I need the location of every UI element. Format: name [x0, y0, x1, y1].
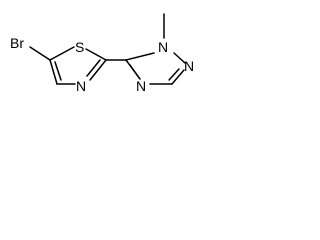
structure-canvas: Br S N N N N	[0, 0, 218, 114]
bond-c4-c5-inner	[54, 61, 62, 81]
bond-n1-n2	[173, 52, 186, 64]
bond-br-c5	[29, 46, 51, 61]
molecule-structure: Br S N N N N	[10, 13, 194, 94]
bond-c5-n1	[125, 52, 155, 61]
bond-c2-n3-inner	[86, 59, 101, 77]
bond-c2-n3	[89, 59, 107, 81]
atom-triazole-nitrogen-1: N	[158, 39, 168, 55]
bond-c4-c5	[49, 59, 58, 85]
atom-triazole-nitrogen-4: N	[136, 78, 146, 94]
atom-bromine: Br	[10, 35, 24, 51]
bond-s1-c2	[85, 48, 107, 61]
atom-thiazole-nitrogen: N	[76, 78, 86, 94]
bond-n4-c5-inner	[129, 64, 138, 76]
atom-triazole-nitrogen-2: N	[184, 58, 194, 74]
bond-c5-s1	[49, 46, 75, 61]
atom-sulfur: S	[75, 39, 84, 55]
bond-n2-c3-inner	[168, 68, 180, 81]
bond-n2-c3	[171, 69, 185, 85]
